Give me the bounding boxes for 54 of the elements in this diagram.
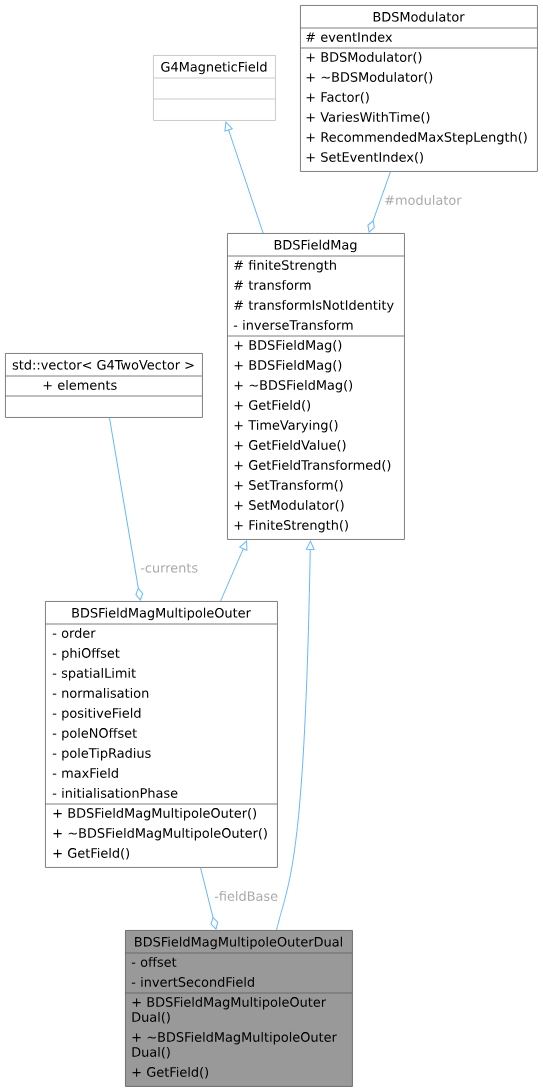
method-text: + BDSModulator() bbox=[306, 51, 422, 64]
method-text: + GetField() bbox=[234, 399, 311, 412]
attribute-text: # finiteStrength bbox=[234, 259, 336, 273]
attribute-text: # eventIndex bbox=[306, 31, 393, 42]
class-name: BDSFieldMag bbox=[274, 239, 357, 253]
method-text: + BDSFieldMagMultipoleOuter() bbox=[53, 807, 256, 821]
method-text: + ~BDSFieldMag() bbox=[234, 379, 353, 393]
method-text: + RecommendedMaxStepLength() bbox=[306, 131, 527, 145]
attribute-text: + elements bbox=[43, 379, 117, 390]
aggregation-line bbox=[200, 867, 219, 930]
attribute-text: - poleTipRadius bbox=[52, 747, 151, 761]
method-text: + FiniteStrength() bbox=[234, 519, 348, 533]
method-text: + BDSFieldMag() bbox=[234, 359, 342, 373]
attribute-text: - invertSecondField bbox=[131, 976, 254, 987]
method-text: + Factor() bbox=[306, 91, 369, 104]
attribute-text: - spatialLimit bbox=[52, 667, 136, 681]
aggregation-line bbox=[367, 171, 391, 233]
method-text: + BDSFieldMagMultipoleOuter Dual() bbox=[132, 996, 327, 1024]
method-text: + TimeVarying() bbox=[234, 419, 338, 433]
inheritance-arrow bbox=[220, 540, 248, 602]
method-text: + BDSFieldMag() bbox=[234, 339, 342, 353]
method-text: + SetTransform() bbox=[234, 479, 343, 492]
class-name: BDSFieldMagMultipoleOuterDual bbox=[135, 936, 342, 950]
edge-label: -fieldBase bbox=[213, 890, 280, 902]
class-name: BDSFieldMagMultipoleOuter bbox=[72, 607, 251, 621]
attribute-text: - inverseTransform bbox=[233, 319, 353, 330]
attribute-text: - order bbox=[52, 627, 96, 638]
attribute-text: - phiOffset bbox=[52, 647, 120, 661]
attribute-text: # transformIsNotIdentity bbox=[234, 299, 394, 313]
method-text: + ~BDSModulator() bbox=[306, 71, 433, 84]
attribute-text: - positiveField bbox=[52, 707, 141, 721]
method-text: + GetFieldTransformed() bbox=[234, 459, 391, 472]
method-text: + VariesWithTime() bbox=[306, 111, 430, 124]
attribute-text: - offset bbox=[131, 956, 177, 967]
class-name: G4MagneticField bbox=[161, 61, 267, 75]
inheritance-arrow bbox=[276, 540, 315, 931]
method-text: + GetFieldValue() bbox=[234, 439, 346, 452]
method-text: + SetModulator() bbox=[234, 499, 344, 512]
attribute-text: - poleNOffset bbox=[52, 727, 137, 741]
attribute-text: - maxField bbox=[52, 767, 118, 778]
method-text: + SetEventIndex() bbox=[306, 151, 423, 164]
method-text: + ~BDSFieldMagMultipoleOuter Dual() bbox=[132, 1031, 337, 1059]
aggregation-line bbox=[109, 417, 144, 601]
inheritance-arrow bbox=[224, 121, 264, 234]
class-name: std::vector< G4TwoVector > bbox=[12, 359, 194, 370]
attribute-text: - normalisation bbox=[52, 687, 149, 698]
edge-label: #modulator bbox=[383, 194, 463, 206]
method-text: + ~BDSFieldMagMultipoleOuter() bbox=[53, 827, 267, 841]
method-text: + GetField() bbox=[132, 1066, 209, 1079]
class-name: BDSModulator bbox=[373, 11, 465, 22]
attribute-text: # transform bbox=[234, 279, 311, 290]
method-text: + GetField() bbox=[53, 847, 130, 860]
attribute-text: - initialisationPhase bbox=[52, 787, 178, 798]
edge-label: -currents bbox=[139, 562, 200, 574]
